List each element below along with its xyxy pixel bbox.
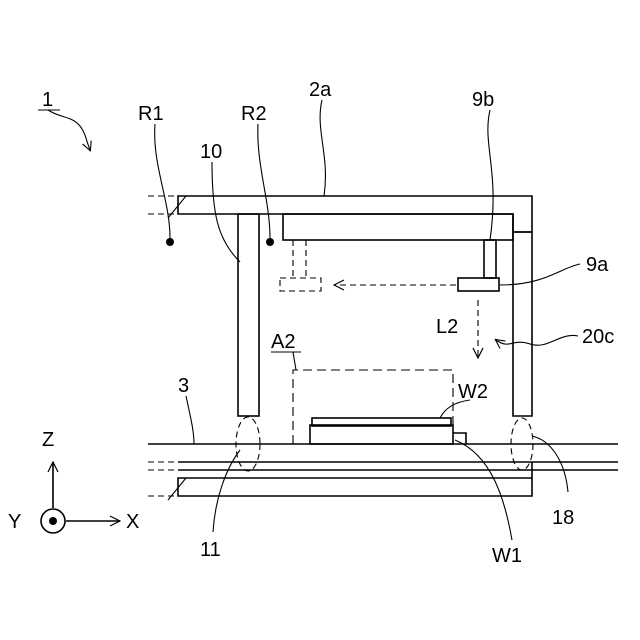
label-l2: L2 (436, 316, 458, 338)
leader-3 (186, 396, 194, 444)
label-10: 10 (200, 141, 222, 163)
robot-hand-9a (458, 278, 499, 291)
label-a2: A2 (271, 331, 295, 353)
region-r2-dot (266, 238, 274, 246)
stage-w1 (310, 425, 453, 444)
area-a2-boundary (293, 370, 453, 444)
leader-9a (500, 264, 580, 285)
robot-ghost-hand (280, 278, 321, 291)
leader-2a (320, 100, 325, 196)
label-2a: 2a (309, 79, 332, 101)
robot-arm-9b (484, 240, 496, 278)
label-9b: 9b (472, 89, 494, 111)
transport-rail (283, 214, 513, 240)
y-axis-dot (49, 517, 57, 525)
label-r2: R2 (241, 103, 267, 125)
label-w2: W2 (458, 381, 488, 403)
label-18: 18 (552, 507, 574, 529)
label-20c: 20c (582, 326, 614, 348)
leader-a2 (285, 352, 296, 370)
label-11: 11 (200, 539, 221, 561)
leader-r1 (155, 124, 170, 238)
label-r1: R1 (138, 103, 164, 125)
leader-w1 (455, 440, 512, 540)
leader-9b (488, 110, 493, 240)
label-y: Y (8, 511, 21, 533)
label-3: 3 (178, 375, 189, 397)
leader-20c (496, 335, 578, 345)
label-w1: W1 (492, 545, 522, 567)
region-r1-dot (166, 238, 174, 246)
label-x: X (126, 511, 139, 533)
label-ref-1: 1 (42, 89, 53, 111)
base-plate (178, 478, 532, 496)
leader-10 (212, 162, 240, 262)
right-wall (513, 232, 532, 416)
leader-1 (48, 110, 90, 150)
label-9a: 9a (586, 254, 609, 276)
partition-wall-10 (238, 214, 259, 416)
label-z: Z (42, 429, 54, 451)
